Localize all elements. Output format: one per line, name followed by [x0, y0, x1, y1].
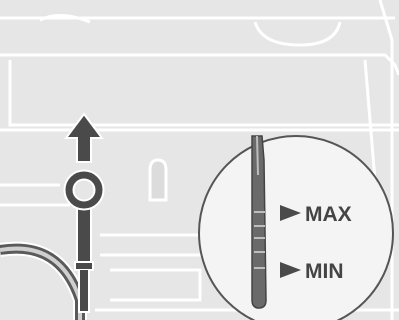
dipstick-tip-icon	[252, 136, 266, 308]
max-label: MAX	[305, 203, 352, 226]
magnifier-circle	[199, 136, 393, 320]
min-label: MIN	[305, 260, 344, 283]
